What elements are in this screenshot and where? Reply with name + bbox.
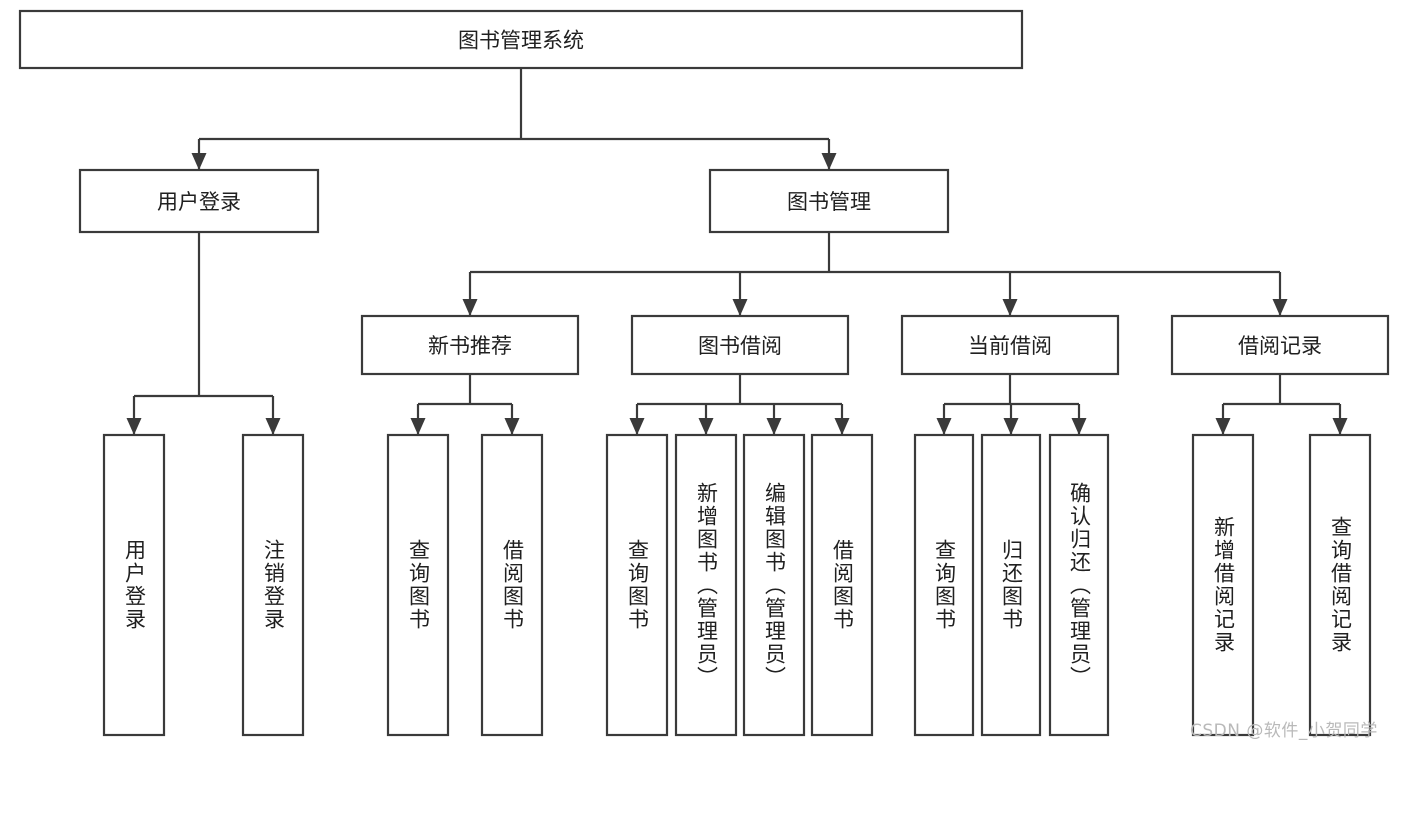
node-box-borrow-record[interactable] xyxy=(1170,314,1390,376)
arrow-head-icon xyxy=(1272,299,1288,316)
arrow-head-icon xyxy=(191,153,207,170)
arrow-head-icon xyxy=(732,299,748,316)
arrow-head-icon xyxy=(834,418,850,435)
arrow-head-icon xyxy=(1332,418,1348,435)
node-box-leaf-edit-book[interactable] xyxy=(742,433,806,737)
arrow-head-icon xyxy=(126,418,142,435)
diagram-canvas: 图书管理系统用户登录图书管理新书推荐图书借阅当前借阅借阅记录 用户登录注销登录查… xyxy=(18,9,1390,741)
node-box-leaf-add-record[interactable] xyxy=(1191,433,1255,737)
node-label-user-login: 用户登录 xyxy=(157,190,241,214)
arrow-head-icon xyxy=(766,418,782,435)
node-box-leaf-add-book[interactable] xyxy=(674,433,738,737)
node-box-new-book-rec[interactable] xyxy=(360,314,580,376)
arrow-head-icon xyxy=(1002,299,1018,316)
arrow-head-icon xyxy=(1003,418,1019,435)
node-box-user-login[interactable] xyxy=(78,168,320,234)
node-box-leaf-query-book-cur[interactable] xyxy=(913,433,975,737)
node-box-leaf-borrow-book-rec[interactable] xyxy=(480,433,544,737)
node-box-book-manage[interactable] xyxy=(708,168,950,234)
arrow-head-icon xyxy=(629,418,645,435)
arrow-head-icon xyxy=(462,299,478,316)
node-box-leaf-logout[interactable] xyxy=(241,433,305,737)
arrow-head-icon xyxy=(410,418,426,435)
arrow-head-icon xyxy=(936,418,952,435)
node-box-root[interactable] xyxy=(18,9,1024,70)
node-box-leaf-borrow-book[interactable] xyxy=(810,433,874,737)
node-label-new-book-rec: 新书推荐 xyxy=(428,334,512,358)
arrow-head-icon xyxy=(698,418,714,435)
arrow-head-icon xyxy=(1215,418,1231,435)
node-box-leaf-query-book[interactable] xyxy=(605,433,669,737)
node-box-leaf-query-book-rec[interactable] xyxy=(386,433,450,737)
node-label-borrow-record: 借阅记录 xyxy=(1238,334,1322,358)
node-box-leaf-confirm-return[interactable] xyxy=(1048,433,1110,737)
arrow-head-icon xyxy=(504,418,520,435)
arrow-head-icon xyxy=(265,418,281,435)
node-label-root: 图书管理系统 xyxy=(458,29,584,53)
arrow-head-icon xyxy=(821,153,837,170)
arrow-head-icon xyxy=(1071,418,1087,435)
node-box-current-borrow[interactable] xyxy=(900,314,1120,376)
node-box-book-borrow[interactable] xyxy=(630,314,850,376)
node-label-book-manage: 图书管理 xyxy=(787,190,871,214)
node-box-leaf-user-login[interactable] xyxy=(102,433,166,737)
node-label-current-borrow: 当前借阅 xyxy=(968,334,1052,358)
node-box-leaf-return-book[interactable] xyxy=(980,433,1042,737)
node-box-leaf-query-record[interactable] xyxy=(1308,433,1372,737)
node-label-book-borrow: 图书借阅 xyxy=(698,334,782,358)
